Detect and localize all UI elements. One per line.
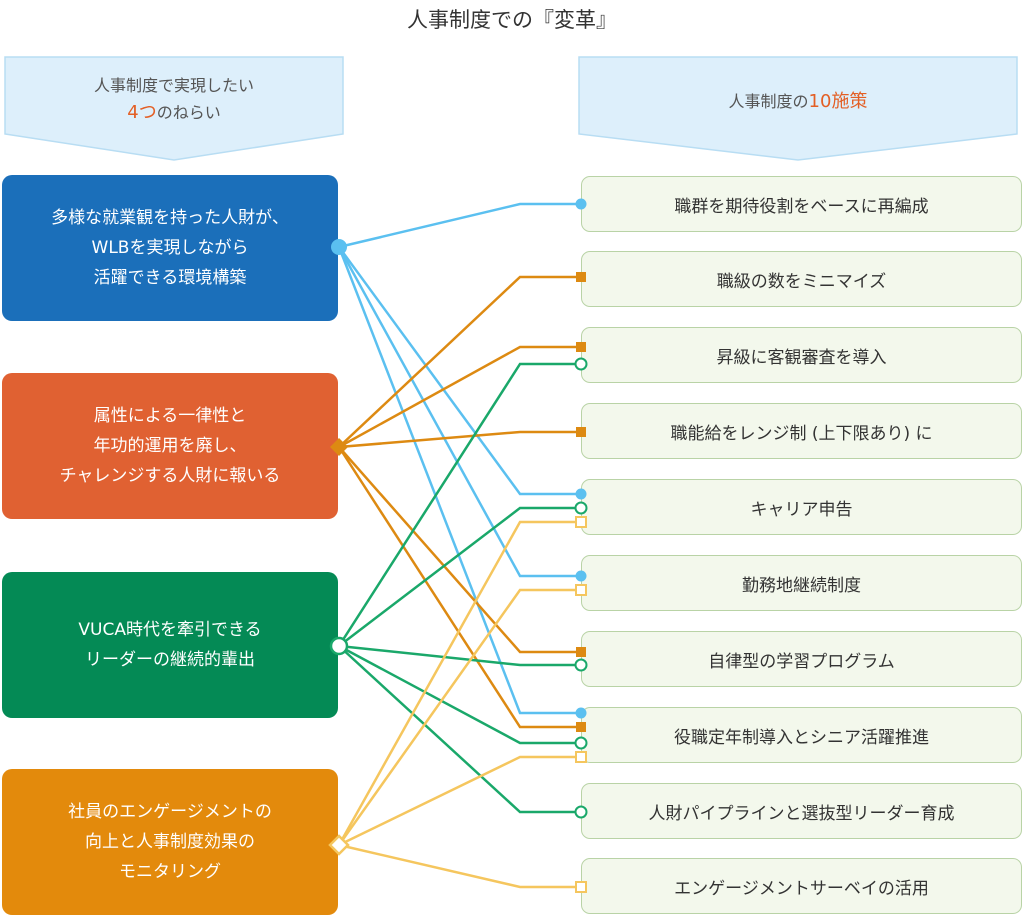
connector-end-marker — [575, 881, 587, 893]
goal-text-line: 活躍できる環境構築 — [93, 268, 247, 288]
measure-box: 勤務地継続制度 — [581, 555, 1022, 611]
connector-line — [338, 644, 581, 745]
goal-box-engagement: 社員のエンゲージメントの 向上と人事制度効果の モニタリング — [2, 769, 338, 915]
connector-line — [338, 202, 581, 249]
goal-text-line: 向上と人事制度効果の — [85, 832, 255, 852]
goal-text-line: 年功的運用を廃し、 — [93, 436, 247, 456]
connector-line — [338, 275, 581, 448]
measure-box: 役職定年制導入とシニア活躍推進 — [581, 707, 1022, 763]
measure-box: 職級の数をミニマイズ — [581, 251, 1022, 307]
goal-blue-dot-marker — [331, 239, 347, 255]
connector-end-marker — [575, 198, 587, 210]
measures-header-count: 10施策 — [808, 91, 868, 112]
connector-end-marker — [574, 658, 588, 672]
goal-text-line: リーダーの継続的輩出 — [85, 650, 255, 670]
goal-box-leaders: VUCA時代を牽引できる リーダーの継続的輩出 — [2, 572, 338, 718]
goal-green-ring-marker — [329, 636, 349, 656]
goals-header-line1: 人事制度で実現したい — [93, 76, 254, 95]
measure-box: 昇級に客観審査を導入 — [581, 327, 1022, 383]
goals-header-line2: 4つのねらい — [4, 99, 344, 126]
goal-text-line: 多様な就業観を持った人財が、 — [51, 208, 289, 228]
connector-line — [338, 345, 581, 449]
connector-end-marker — [575, 516, 587, 528]
connector-end-marker — [575, 584, 587, 596]
connector-end-marker — [576, 647, 586, 657]
connector-line — [337, 246, 581, 578]
connector-line — [338, 446, 581, 654]
connector-line — [337, 588, 581, 846]
measure-box: 自律型の学習プログラム — [581, 631, 1022, 687]
connector-line — [338, 843, 581, 889]
connector-line — [337, 246, 581, 715]
connector-line — [338, 644, 581, 667]
goals-header-banner: 人事制度で実現したい 4つのねらい — [4, 56, 344, 162]
measure-box: 職群を期待役割をベースに再編成 — [581, 176, 1022, 232]
connector-line — [338, 645, 581, 814]
goal-box-challenge: 属性による一律性と 年功的運用を廃し、 チャレンジする人財に報いる — [2, 373, 338, 519]
goal-yellow-diamond-marker — [328, 834, 350, 856]
connector-end-marker — [575, 707, 587, 719]
goal-text-line: 社員のエンゲージメントの — [68, 802, 272, 822]
connector-end-marker — [575, 488, 587, 500]
measure-box: キャリア申告 — [581, 479, 1022, 535]
goal-text-line: チャレンジする人財に報いる — [59, 466, 281, 486]
measures-header-prefix: 人事制度の — [728, 92, 809, 111]
connector-line — [337, 246, 581, 496]
goals-header-suffix: のねらい — [156, 103, 221, 122]
connector-end-marker — [575, 751, 587, 763]
goal-text-line: 属性による一律性と — [93, 406, 247, 426]
page-title: 人事制度での『変革』 — [407, 8, 617, 32]
connector-end-marker — [574, 501, 588, 515]
measure-box: エンゲージメントサーベイの活用 — [581, 858, 1022, 914]
connector-end-marker — [574, 357, 588, 371]
connector-end-marker — [576, 722, 586, 732]
connector-line — [338, 755, 581, 847]
connector-line — [337, 362, 581, 647]
measures-header-banner: 人事制度の10施策 — [578, 56, 1018, 162]
connector-end-marker — [574, 736, 588, 750]
connector-end-marker — [574, 805, 588, 819]
connector-end-marker — [575, 570, 587, 582]
goals-header-count: 4つ — [127, 102, 157, 123]
banner-shape — [4, 56, 344, 161]
measure-box: 人財パイプラインと選抜型リーダー育成 — [581, 783, 1022, 839]
banner-shape — [578, 56, 1018, 161]
connector-line — [337, 520, 581, 846]
connector-end-marker — [576, 272, 586, 282]
goal-text-line: WLBを実現しながら — [91, 238, 249, 258]
connector-end-marker — [576, 427, 586, 437]
connector-end-marker — [576, 342, 586, 352]
connector-line — [338, 506, 581, 647]
goal-text-line: VUCA時代を牽引できる — [78, 620, 262, 640]
goal-orange-diamond-marker — [330, 438, 348, 456]
connector-line — [338, 430, 581, 449]
goal-box-environment: 多様な就業観を持った人財が、 WLBを実現しながら 活躍できる環境構築 — [2, 175, 338, 321]
connector-line — [337, 446, 581, 729]
measure-box: 職能給をレンジ制 (上下限あり) に — [581, 403, 1022, 459]
goal-text-line: モニタリング — [119, 862, 221, 882]
